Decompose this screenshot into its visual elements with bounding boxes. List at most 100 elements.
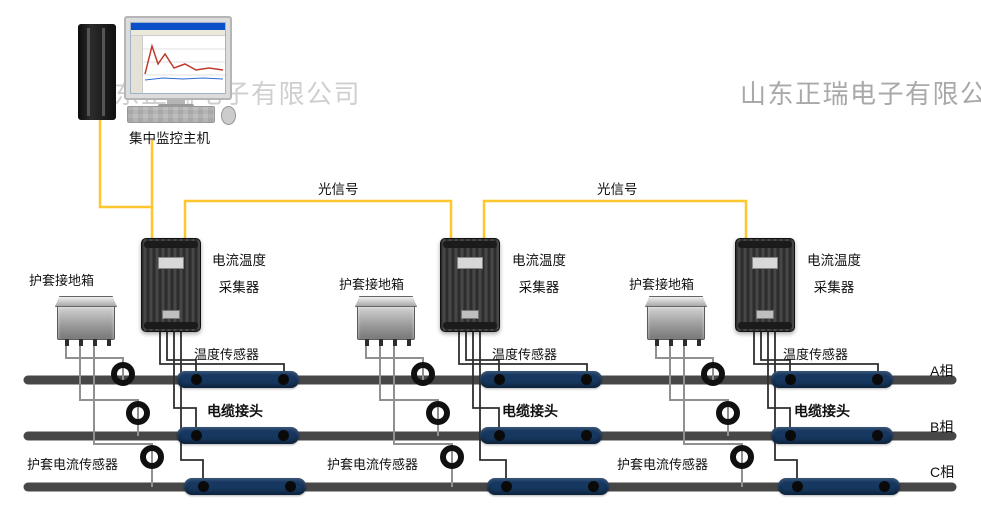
joint-sensor-dot <box>285 481 296 492</box>
ground-box-terminal <box>107 339 111 346</box>
ground-box-terminal <box>697 339 701 346</box>
ct-ring <box>701 362 725 386</box>
collector-label-2: 电流温度 采集器 <box>500 247 578 301</box>
collector-label-line2: 采集器 <box>218 280 260 295</box>
ground-box-label-3: 护套接地箱 <box>629 277 695 292</box>
sensor-wire <box>753 330 879 372</box>
ground-box-3 <box>645 296 707 346</box>
watermark-right: 山东正瑞电子有限公司 <box>740 79 981 109</box>
sensor-wire <box>479 330 507 479</box>
collector-port <box>162 310 180 319</box>
sensor-wire <box>159 330 285 372</box>
joint-sensor-dot <box>278 374 289 385</box>
cable-joint-label-3: 电缆接头 <box>794 403 850 419</box>
collector-label-line1: 电流温度 <box>512 253 566 268</box>
joint-sensor-dot <box>191 430 202 441</box>
collector-port <box>461 310 479 319</box>
collector-port <box>756 310 774 319</box>
joint-sensor-dot <box>501 481 512 492</box>
ct-ring <box>111 362 135 386</box>
sensor-wire <box>180 330 204 479</box>
cable-joint <box>480 427 602 444</box>
temperature-sensor-label-3: 温度传感器 <box>783 347 849 362</box>
collector-cap <box>738 322 792 329</box>
ground-box-terminal <box>379 339 383 346</box>
joint-sensor-dot <box>872 374 883 385</box>
monitor <box>124 16 232 100</box>
optical-fiber-host-line <box>98 118 152 209</box>
ct-ring <box>730 445 754 469</box>
optical-signal-label-2: 光信号 <box>597 182 638 197</box>
joint-sensor-dot <box>872 430 883 441</box>
ground-lead <box>79 340 139 436</box>
collector-unit-1 <box>141 238 201 332</box>
cable-joint <box>184 478 306 495</box>
temperature-sensor-label-2: 温度传感器 <box>492 347 558 362</box>
collector-nameplate <box>158 257 184 269</box>
screen-sidebar <box>131 36 143 93</box>
optical-fiber-link-2 <box>482 199 748 238</box>
screen-titlebar <box>131 23 225 30</box>
ground-box-lid <box>645 296 707 307</box>
ground-box-terminal <box>669 339 673 346</box>
ground-box-lid <box>55 296 117 307</box>
screen-menubar <box>131 30 225 36</box>
joint-sensor-dot <box>785 430 796 441</box>
joint-sensor-dot <box>198 481 209 492</box>
joint-sensor-dot <box>581 430 592 441</box>
optical-signal-label-1: 光信号 <box>318 182 359 197</box>
ct-ring <box>716 401 740 425</box>
cable-joint <box>480 371 602 388</box>
phase-label-b: B相 <box>930 419 954 435</box>
ground-box-terminal <box>93 339 97 346</box>
collector-cap <box>443 241 497 248</box>
monitor-stand <box>167 98 185 105</box>
cable-joint-label-1: 电缆接头 <box>207 403 263 419</box>
collector-cap <box>738 241 792 248</box>
ground-box-terminal <box>655 339 659 346</box>
trend-chart <box>143 36 225 93</box>
ct-ring <box>411 362 435 386</box>
sensor-wire <box>458 330 588 372</box>
sensor-wire <box>767 330 791 428</box>
ground-box-2 <box>355 296 417 346</box>
collector-unit-2 <box>440 238 500 332</box>
ground-box-label-2: 护套接地箱 <box>339 277 405 292</box>
collector-label-line2: 采集器 <box>813 280 855 295</box>
joint-sensor-dot <box>191 374 202 385</box>
sensor-wire <box>465 330 500 372</box>
phase-label-c: C相 <box>930 464 955 480</box>
ground-box-1 <box>55 296 117 346</box>
sheath-sensor-label-1: 护套电流传感器 <box>27 457 119 472</box>
host-label: 集中监控主机 <box>129 131 210 146</box>
collector-label-line1: 电流温度 <box>807 253 861 268</box>
joint-sensor-dot <box>785 374 796 385</box>
sheath-sensor-label-2: 护套电流传感器 <box>327 457 419 472</box>
ct-ring <box>440 445 464 469</box>
cable-joint-label-2: 电缆接头 <box>502 403 558 419</box>
cable-joint <box>771 427 893 444</box>
ground-box-terminal <box>65 339 69 346</box>
ground-lead <box>669 340 729 436</box>
cable-joint <box>778 478 900 495</box>
monitor-screen <box>130 22 226 94</box>
temperature-sensor-label-1: 温度传感器 <box>194 347 260 362</box>
sensor-wire <box>774 330 798 479</box>
joint-sensor-dot <box>879 481 890 492</box>
ground-box-terminal <box>393 339 397 346</box>
collector-cap <box>144 322 198 329</box>
collector-cap <box>443 322 497 329</box>
ct-ring <box>140 445 164 469</box>
sensor-wire <box>173 330 197 428</box>
sheath-sensor-label-3: 护套电流传感器 <box>617 457 709 472</box>
ground-box-terminal <box>683 339 687 346</box>
collector-cap <box>144 241 198 248</box>
mouse <box>221 106 236 125</box>
ground-box-terminal <box>79 339 83 346</box>
ct-ring <box>126 401 150 425</box>
joint-sensor-dot <box>581 374 592 385</box>
rack-rail <box>102 28 105 116</box>
collector-nameplate <box>457 257 483 269</box>
server-rack <box>78 24 116 120</box>
